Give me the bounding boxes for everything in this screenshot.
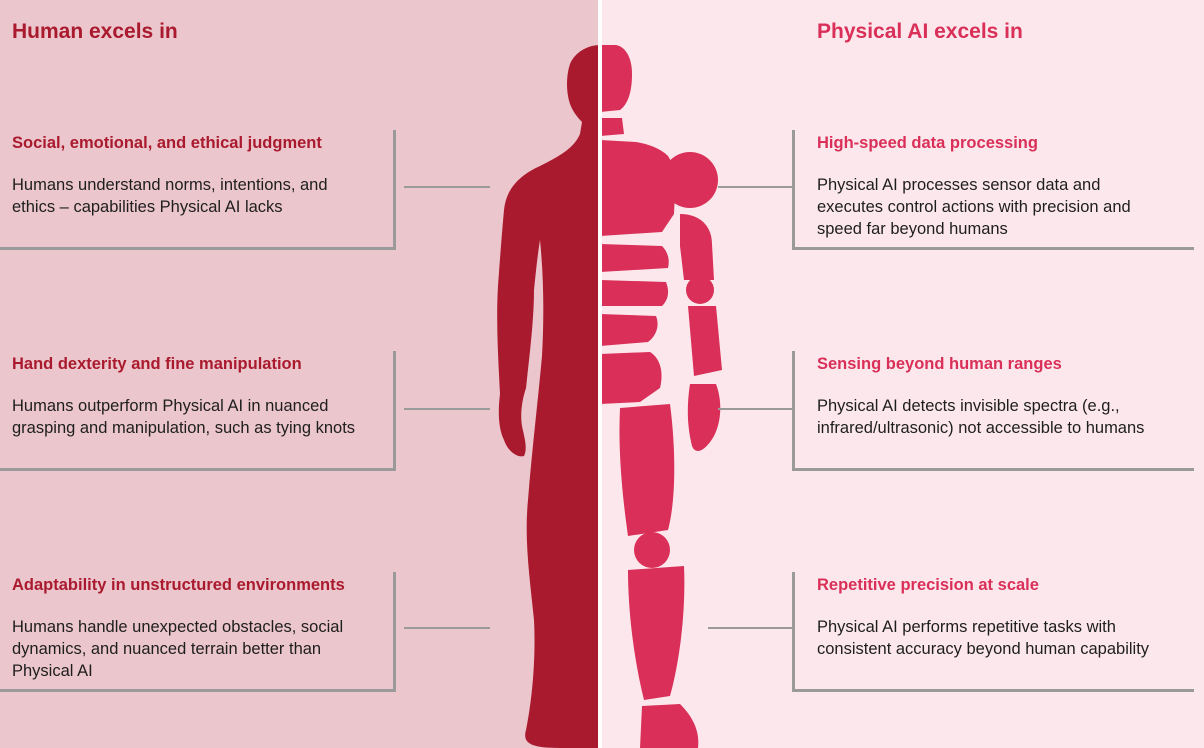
center-divider xyxy=(598,0,602,748)
human-card-title: Social, emotional, and ethical judgment xyxy=(12,134,322,152)
ai-card-description: Physical AI detects invisible spectra (e… xyxy=(817,397,1145,437)
ai-card-data-processing: High-speed data processing Physical AI p… xyxy=(792,130,1194,250)
human-card-description: Humans outperform Physical AI in nuanced… xyxy=(12,397,356,437)
connector-line xyxy=(718,408,792,410)
ai-card-description: Physical AI performs repetitive tasks wi… xyxy=(817,618,1150,658)
human-silhouette-icon xyxy=(497,45,600,748)
connector-line xyxy=(404,627,490,629)
ai-card-description: Physical AI processes sensor data and ex… xyxy=(817,176,1131,238)
ai-card-title: Repetitive precision at scale xyxy=(817,576,1039,594)
human-card-title: Adaptability in unstructured environment… xyxy=(12,576,345,594)
human-card-dexterity: Hand dexterity and fine manipulation Hum… xyxy=(0,351,396,471)
human-heading: Human excels in xyxy=(12,20,178,43)
ai-card-title: High-speed data processing xyxy=(817,134,1038,152)
connector-line xyxy=(708,627,792,629)
connector-line xyxy=(404,408,490,410)
human-card-title: Hand dexterity and fine manipulation xyxy=(12,355,302,373)
human-card-judgment: Social, emotional, and ethical judgment … xyxy=(0,130,396,250)
ai-heading: Physical AI excels in xyxy=(817,20,1023,43)
humanoid-robot-icon xyxy=(600,45,722,748)
ai-card-repetitive-precision: Repetitive precision at scale Physical A… xyxy=(792,572,1194,692)
human-card-adaptability: Adaptability in unstructured environment… xyxy=(0,572,396,692)
ai-card-sensing: Sensing beyond human ranges Physical AI … xyxy=(792,351,1194,471)
connector-line xyxy=(718,186,792,188)
human-card-description: Humans understand norms, intentions, and… xyxy=(12,176,328,216)
ai-card-title: Sensing beyond human ranges xyxy=(817,355,1062,373)
connector-line xyxy=(404,186,490,188)
human-card-description: Humans handle unexpected obstacles, soci… xyxy=(12,618,344,680)
